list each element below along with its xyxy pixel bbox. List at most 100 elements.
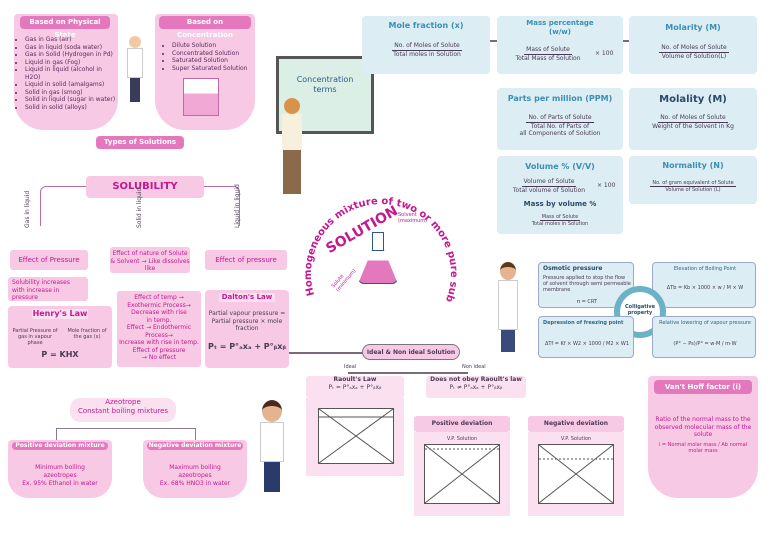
depression-card: Depression of freezing point ΔTf = Kf × … (538, 316, 634, 358)
henry-right-text: Mole fraction of the gas (x) (67, 328, 107, 340)
physical-state-title: Based on Physical State (20, 16, 110, 39)
physical-state-item: Solid in gas (smog) (25, 89, 118, 97)
negative-graph-plot (538, 444, 614, 504)
concentration-based-item: Concentrated Solution (172, 50, 253, 58)
molarity-title: Molarity (M) (665, 23, 721, 32)
volume-percent-multiplier: × 100 (597, 182, 616, 189)
effect-temp-lines: Effect of temp →Exothermic Process→Decre… (117, 294, 201, 362)
osmotic-eq: π = CRT (576, 299, 598, 305)
vant-hoff-title: Van't Hoff factor (i) (654, 380, 752, 394)
positive-vp-label: V.P. Solution (446, 436, 478, 442)
raoult-ideal-eq: Pₜ = P°ₐxₐ + P°ᵦxᵦ (328, 383, 382, 391)
effect-temp-line: Exothermic Process→ (127, 301, 191, 309)
effect-nature-box: Effect of nature of Solute & Solvent → L… (110, 247, 190, 273)
negative-vp-label: V.P. Solution (560, 436, 592, 442)
mole-fraction-card: Mole fraction (x) No. of Moles of Solute… (362, 16, 490, 74)
effect-temp-line: Decrease with rise (131, 309, 187, 316)
branch-liquid-label: Liquid in liquid (234, 184, 241, 228)
elevation-card: Elevation of Boiling Point ΔTb = Kb × 10… (652, 262, 756, 308)
positive-graph-card: V.P. Solution (414, 432, 510, 516)
physical-state-list: Gas in Gas (air)Gas in liquid (soda wate… (18, 36, 118, 111)
normality-card: Normality (N) No. of gram equivalent of … (629, 156, 757, 204)
azeotrope-title: Azeotrope (105, 398, 141, 406)
raoult-non-eq: Pₜ ≠ P°ₐxₐ + P°ᵦxᵦ (449, 383, 503, 391)
vant-hoff-card: Van't Hoff factor (i) Ratio of the norma… (648, 376, 758, 498)
dalton-text: Partial vapour pressure = Partial pressu… (208, 310, 286, 332)
osmotic-text: Pressure applied to stop the flow of sol… (543, 275, 631, 293)
mass-by-volume-title: Mass by volume % (523, 200, 597, 208)
raoult-ideal-box: Raoult's Law Pₜ = P°ₐxₐ + P°ᵦxᵦ (306, 376, 404, 398)
physical-state-item: Gas in Gas (air) (25, 36, 118, 44)
ideal-nonideal-node: Ideal & Non ideal Solution (362, 344, 460, 360)
dalton-card: Dalton's Law Partial vapour pressure = P… (205, 290, 289, 368)
ppm-card: Parts per million (PPM) No. of Parts of … (497, 88, 623, 150)
dalton-equation: Pₜ = P°ₐxₐ + P°ᵦxᵦ (207, 342, 287, 351)
physical-state-card: Based on Physical State Gas in Gas (air)… (14, 14, 118, 130)
physical-state-item: Gas in Solid (Hydrogen in Pd) (25, 51, 118, 59)
positive-mixture-text: Minimum boiling azeotropes (35, 464, 85, 479)
concentration-based-item: Super Saturated Solution (172, 65, 253, 73)
physical-state-item: Solid in solid (alloys) (25, 104, 118, 112)
effect-pressure-left: Effect of Pressure (10, 250, 88, 270)
azeotrope-box: Azeotrope Constant boiling mixtures (70, 398, 176, 422)
colligative-label: Colligative property (625, 304, 655, 316)
dalton-title: Dalton's Law (219, 293, 275, 302)
ppm-title: Parts per million (PPM) (507, 94, 613, 103)
elevation-eq: ΔTb = Kb × 1000 × w / M × W (666, 285, 744, 291)
flask-icon (358, 232, 398, 286)
effect-temp-line: → No effect (141, 354, 177, 361)
scientist-girl-figure (120, 32, 150, 110)
lowering-title: Relative lowering of vapour pressure (659, 320, 751, 326)
molality-title: Molality (M) (659, 94, 727, 105)
nonideal-label: Non ideal (462, 364, 486, 370)
effect-temp-box: Effect of temp →Exothermic Process→Decre… (117, 291, 201, 367)
osmotic-title: Osmotic pressure (543, 265, 603, 272)
physical-state-item: Liquid in liquid (alcohol in H2O) (25, 66, 118, 81)
center-solvent-label: Solvent (maximum) (398, 212, 428, 224)
scientist-boy-figure (254, 400, 290, 500)
azeotrope-connector (56, 428, 196, 442)
beaker-icon (183, 78, 219, 116)
negative-deviation-label: Negative deviation (528, 416, 624, 432)
raoult-non-box: Does not obey Raoult's law Pₜ ≠ P°ₐxₐ + … (426, 376, 526, 398)
lowering-card: Relative lowering of vapour pressure (P°… (652, 316, 756, 358)
mass-percentage-multiplier: × 100 (595, 50, 614, 57)
lowering-eq: (P° − Ps)/P° = w·M / m·W (673, 341, 737, 347)
effect-temp-line: Process→ (145, 331, 173, 339)
raoult-non-title: Does not obey Raoult's law (430, 376, 522, 383)
depression-title: Depression of freezing point (543, 320, 624, 326)
physical-state-item: Liquid in gas (Fog) (25, 59, 118, 67)
henry-title: Henry's Law (32, 309, 88, 319)
effect-pressure-right: Effect of pressure (205, 250, 287, 270)
effect-temp-line: Effect → Endothermic (126, 324, 192, 331)
positive-graph-plot (424, 444, 500, 504)
negative-mixture-example: Ex. 68% HNO3 in water (159, 480, 231, 487)
scientist-woman-figure (494, 262, 522, 356)
vant-hoff-eq: i = Normal molar mass / Ab normal molar … (658, 442, 748, 454)
volume-percent-title: Volume % (V/V) (525, 162, 595, 171)
normality-title: Normality (N) (662, 161, 724, 170)
elevation-title: Elevation of Boiling Point (673, 266, 737, 272)
branch-gas-label: Gas in liquid (24, 190, 31, 228)
concentration-based-title: Based on Concentration (159, 16, 251, 39)
branch-solid-label: Solid in liquid (136, 187, 143, 228)
positive-deviation-label: Positive deviation (414, 416, 510, 432)
effect-temp-line: Effect of pressure (132, 346, 186, 354)
henry-left-text: Partial Pressure of gas in vapour phase (12, 328, 58, 346)
mass-percentage-title: Mass percentage (w/w) (526, 19, 594, 36)
henry-equation: P = KHX (41, 350, 79, 359)
ideal-graph-plot (318, 408, 394, 464)
positive-mixture-title: Positive deviation mixture (12, 442, 108, 450)
types-of-solutions-label: Types of Solutions (96, 136, 184, 149)
depression-eq: ΔTf = Kf × W2 × 1000 / M2 × W1 (544, 341, 630, 347)
concentration-terms-label: Concentration terms (296, 75, 354, 94)
negative-mixture-text: Maximum boiling azeotropes (169, 464, 221, 479)
